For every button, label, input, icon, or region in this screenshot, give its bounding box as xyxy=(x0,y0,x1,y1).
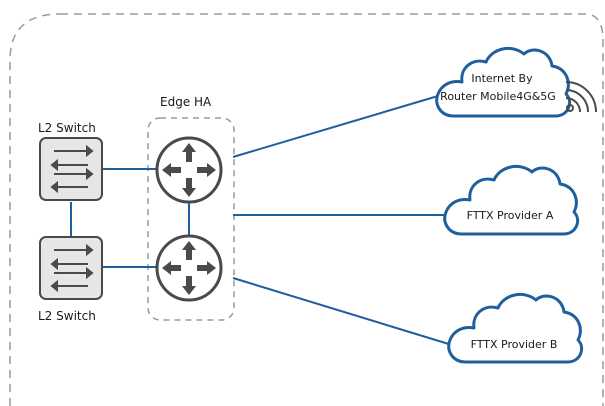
cloud-internet-line1: Internet By xyxy=(471,72,533,85)
router-icon[interactable] xyxy=(155,136,223,204)
links xyxy=(70,95,453,346)
edge-ha-label: Edge HA xyxy=(160,95,212,109)
cloud-fttx-b-label: FTTX Provider B xyxy=(471,338,558,351)
cloud-internet[interactable]: Internet By Router Mobile4G&5G xyxy=(435,46,572,118)
switch-top-label: L2 Switch xyxy=(38,121,96,135)
link-router-top-internet xyxy=(232,95,439,158)
edge-ha-group xyxy=(147,117,235,321)
cloud-internet-line2: Router Mobile4G&5G xyxy=(440,90,556,103)
link-router-bottom-fttx-b xyxy=(232,277,453,346)
switch-icon[interactable] xyxy=(39,236,103,300)
cloud-icon xyxy=(447,292,584,364)
switch-icon[interactable] xyxy=(39,137,103,201)
cloud-fttx-b[interactable]: FTTX Provider B xyxy=(447,292,584,364)
network-boundary xyxy=(9,13,604,406)
cloud-fttx-a-label: FTTX Provider A xyxy=(467,209,554,222)
cloud-icon xyxy=(443,164,580,236)
cloud-fttx-a[interactable]: FTTX Provider A xyxy=(443,164,580,236)
router-icon[interactable] xyxy=(155,234,223,302)
switch-bottom-label: L2 Switch xyxy=(38,309,96,323)
wifi-signal-icon xyxy=(565,81,597,113)
